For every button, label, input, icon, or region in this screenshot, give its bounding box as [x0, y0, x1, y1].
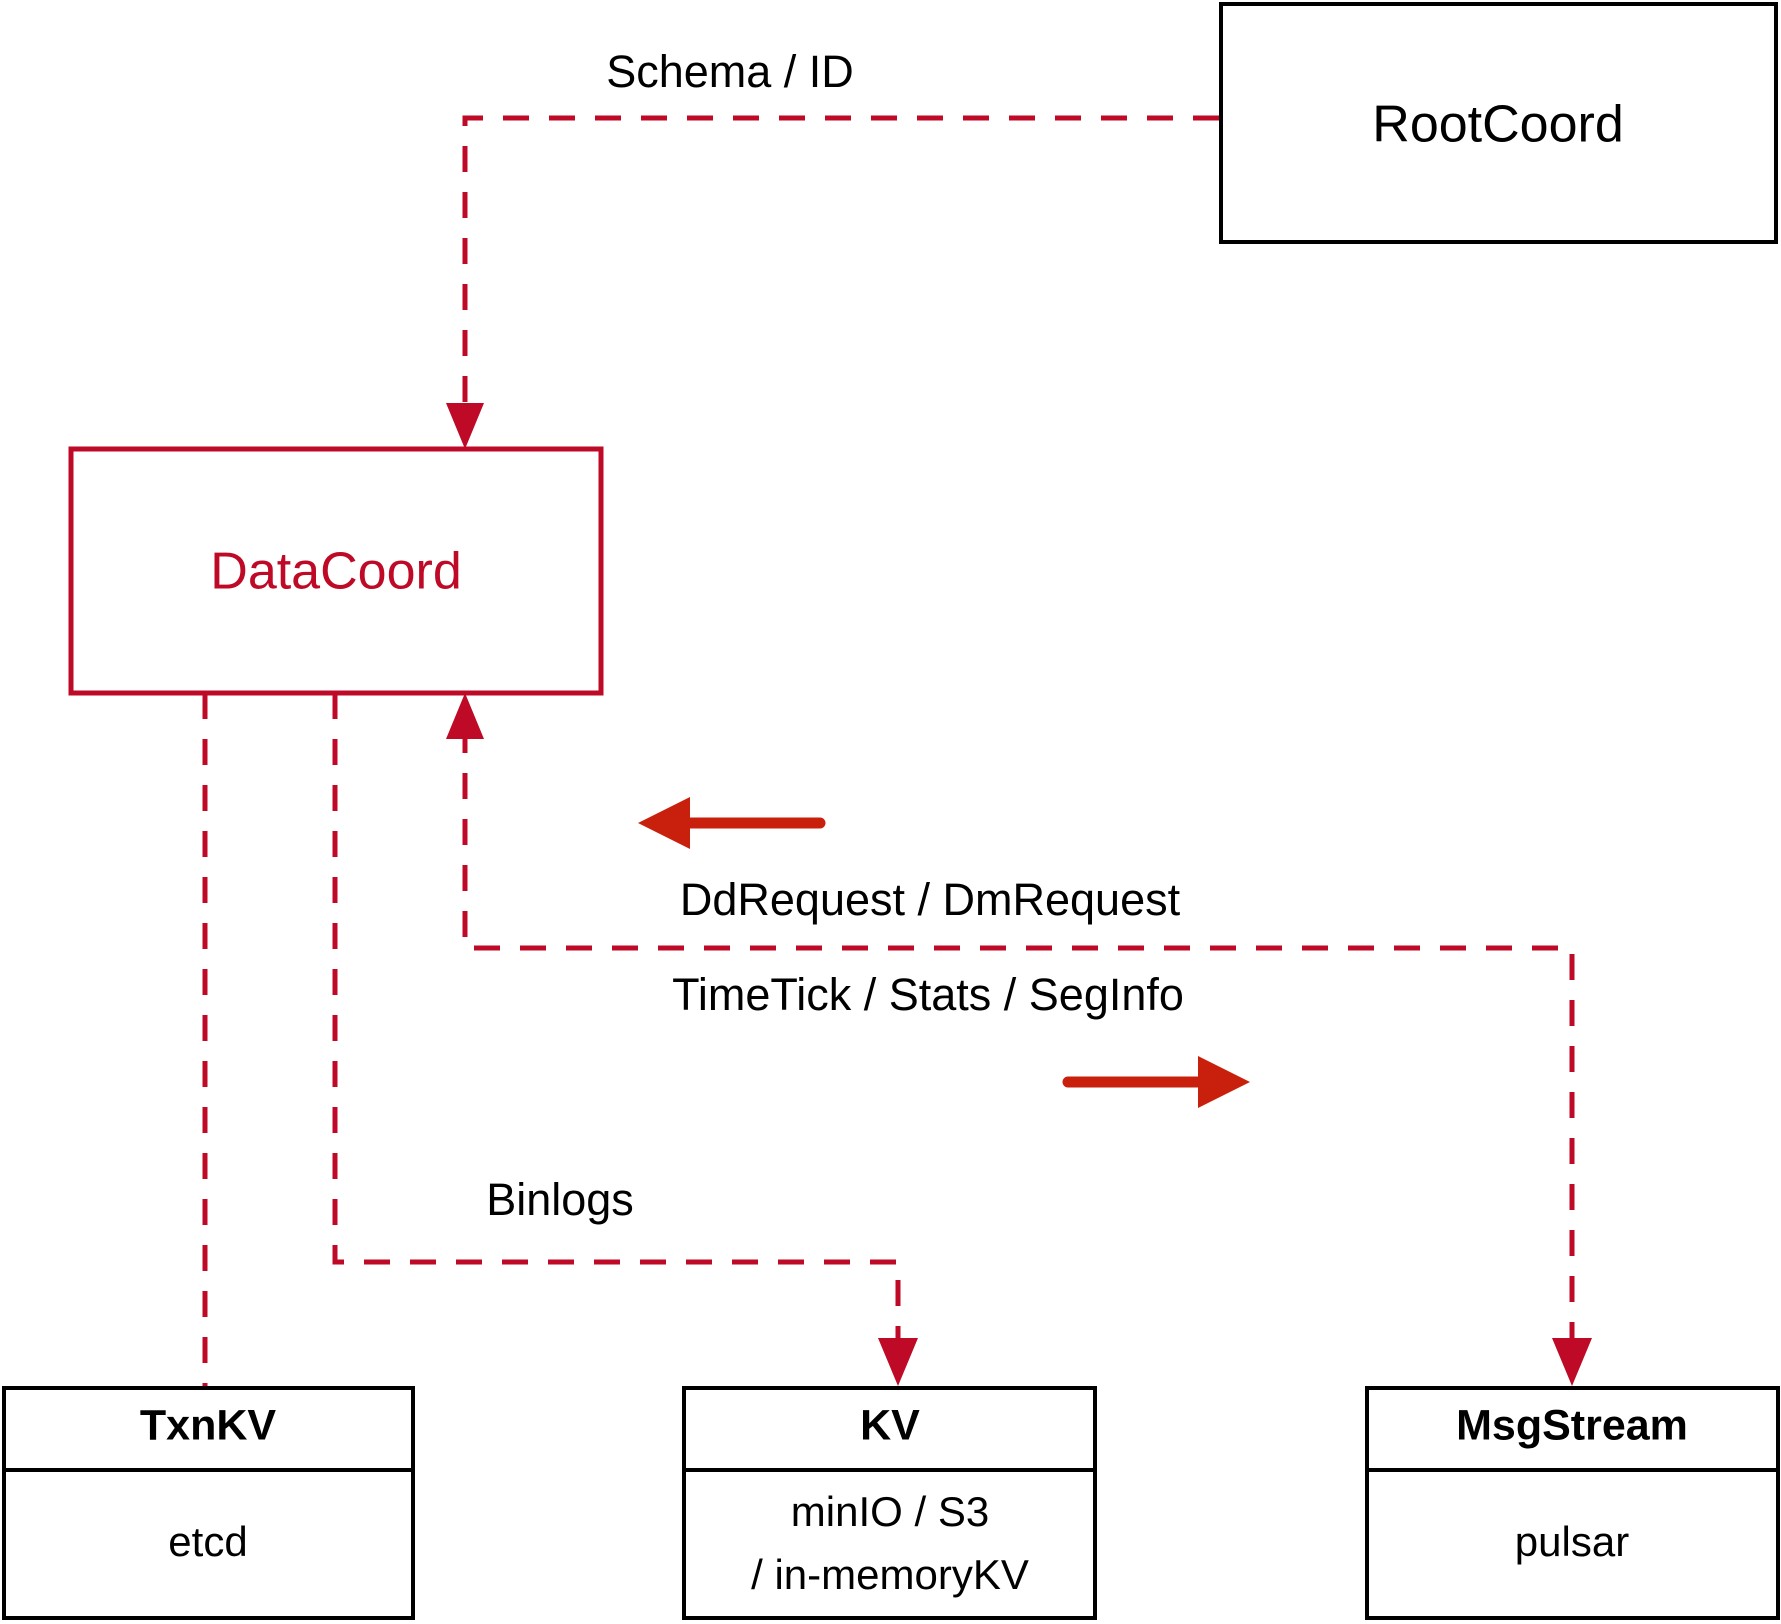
edge-label-binlogs: Binlogs: [486, 1174, 634, 1225]
node-datacoord-box[interactable]: [68, 446, 604, 696]
edge-msgstream-up-arrowhead: [446, 693, 484, 739]
node-msgstream-box[interactable]: [1365, 1386, 1780, 1620]
node-kv-title: KV: [860, 1401, 920, 1449]
node-txnkv-title: TxnKV: [140, 1401, 277, 1449]
direction-arrow-right: [1062, 1056, 1250, 1108]
edge-msgstream-path: [462, 727, 1575, 1348]
edge-schema-id-arrowhead: [446, 403, 484, 449]
node-rootcoord-box[interactable]: [1219, 2, 1778, 244]
edge-msgstream-down-arrowhead: [1552, 1338, 1592, 1386]
direction-arrow-right-head: [1198, 1056, 1250, 1108]
edge-label-timetick-stats-seginfo: TimeTick / Stats / SegInfo: [672, 969, 1184, 1020]
edge-datacoord-kv-binlogs: [332, 693, 918, 1386]
node-kv-sub-line2: / in-memoryKV: [751, 1551, 1029, 1598]
node-txnkv-sub: etcd: [168, 1518, 247, 1565]
node-rootcoord[interactable]: RootCoord: [1219, 2, 1778, 244]
node-txnkv-box[interactable]: [2, 1386, 415, 1620]
edge-binlogs-arrowhead: [878, 1338, 918, 1386]
direction-arrow-left: [638, 797, 826, 849]
edge-msgstream-datacoord: [446, 693, 1592, 1386]
node-datacoord[interactable]: DataCoord: [68, 446, 604, 696]
edge-schema-id: [446, 115, 1219, 449]
node-rootcoord-label: RootCoord: [1372, 96, 1623, 154]
node-kv-box[interactable]: [682, 1386, 1097, 1620]
node-msgstream-title: MsgStream: [1456, 1401, 1688, 1449]
node-txnkv[interactable]: TxnKV etcd: [2, 1386, 415, 1620]
direction-arrow-left-head: [638, 797, 690, 849]
node-msgstream-sub: pulsar: [1515, 1518, 1629, 1565]
edge-schema-id-path: [462, 115, 1219, 415]
node-kv[interactable]: KV minIO / S3 / in-memoryKV: [682, 1386, 1097, 1620]
edge-label-schema-id: Schema / ID: [606, 46, 854, 97]
edge-label-dd-dm-request: DdRequest / DmRequest: [680, 874, 1181, 925]
node-datacoord-label: DataCoord: [210, 543, 461, 601]
node-kv-sub-line1: minIO / S3: [791, 1488, 989, 1535]
node-msgstream[interactable]: MsgStream pulsar: [1365, 1386, 1780, 1620]
edge-binlogs-path: [332, 693, 901, 1348]
